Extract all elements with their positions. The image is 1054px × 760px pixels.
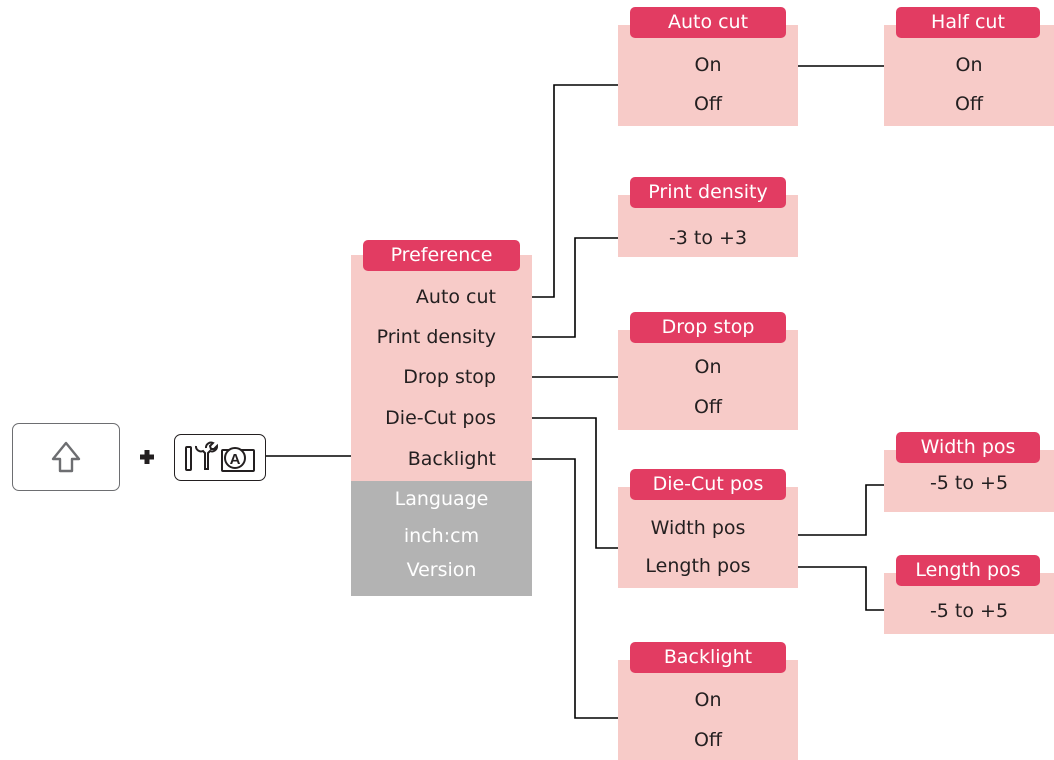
preference-item-auto-cut: Auto cut (415, 286, 496, 308)
die-cut-pos-menu: Die-Cut pos Width pos Length pos (618, 469, 798, 588)
backlight-option-off: Off (693, 729, 723, 751)
preference-item-drop-stop: Drop stop (403, 366, 496, 388)
connector-backlight (516, 458, 618, 719)
connector-print-density (516, 237, 618, 338)
preference-item-print-density: Print density (376, 326, 496, 348)
connector-auto-cut (516, 84, 618, 298)
print-density-menu: Print density -3 to +3 (618, 177, 798, 257)
half-cut-menu: Half cut On Off (884, 7, 1054, 126)
connector-length-pos (782, 566, 884, 611)
length-pos-menu: Length pos -5 to +5 (884, 555, 1054, 634)
backlight-title: Backlight (630, 642, 786, 673)
drop-stop-option-on: On (694, 356, 722, 378)
drop-stop-title: Drop stop (630, 312, 786, 343)
connector-die-cut-pos (516, 417, 618, 549)
preference-item-version: Version (406, 559, 477, 581)
width-pos-option-range: -5 to +5 (929, 472, 1009, 494)
preference-item-language: Language (394, 488, 489, 510)
preference-item-inch-cm: inch:cm (403, 525, 480, 547)
half-cut-option-on: On (955, 54, 983, 76)
die-cut-pos-option-length: Length pos (645, 555, 751, 577)
auto-cut-menu: Auto cut On Off (618, 7, 798, 126)
width-pos-title: Width pos (896, 432, 1040, 463)
half-cut-option-off: Off (954, 93, 984, 115)
length-pos-title: Length pos (896, 555, 1040, 586)
die-cut-pos-option-width: Width pos (650, 517, 746, 539)
auto-cut-option-on: On (694, 54, 722, 76)
auto-cut-option-off: Off (693, 93, 723, 115)
half-cut-title: Half cut (896, 7, 1040, 38)
print-density-option-range: -3 to +3 (668, 227, 748, 249)
drop-stop-menu: Drop stop On Off (618, 312, 798, 430)
backlight-option-on: On (694, 689, 722, 711)
shift-arrow-icon (51, 441, 80, 472)
svg-text:A: A (230, 451, 241, 468)
drop-stop-option-off: Off (693, 396, 723, 418)
preference-item-die-cut-pos: Die-Cut pos (385, 407, 496, 429)
length-pos-option-range: -5 to +5 (929, 600, 1009, 622)
preference-title: Preference (363, 240, 520, 271)
preference-menu: Preference Auto cut Print density Drop s… (351, 240, 532, 481)
tools-and-a-icon: A (185, 441, 255, 472)
die-cut-pos-title: Die-Cut pos (630, 469, 786, 500)
preference-disabled-items: Language inch:cm Version (351, 481, 532, 596)
print-density-title: Print density (630, 177, 786, 208)
function-key: A (174, 434, 266, 481)
width-pos-menu: Width pos -5 to +5 (884, 432, 1054, 512)
backlight-menu: Backlight On Off (618, 642, 798, 760)
shift-key (12, 423, 120, 491)
connector-width-pos (782, 484, 884, 536)
plus-icon (140, 450, 154, 464)
preference-item-backlight: Backlight (407, 448, 496, 470)
auto-cut-title: Auto cut (630, 7, 786, 38)
